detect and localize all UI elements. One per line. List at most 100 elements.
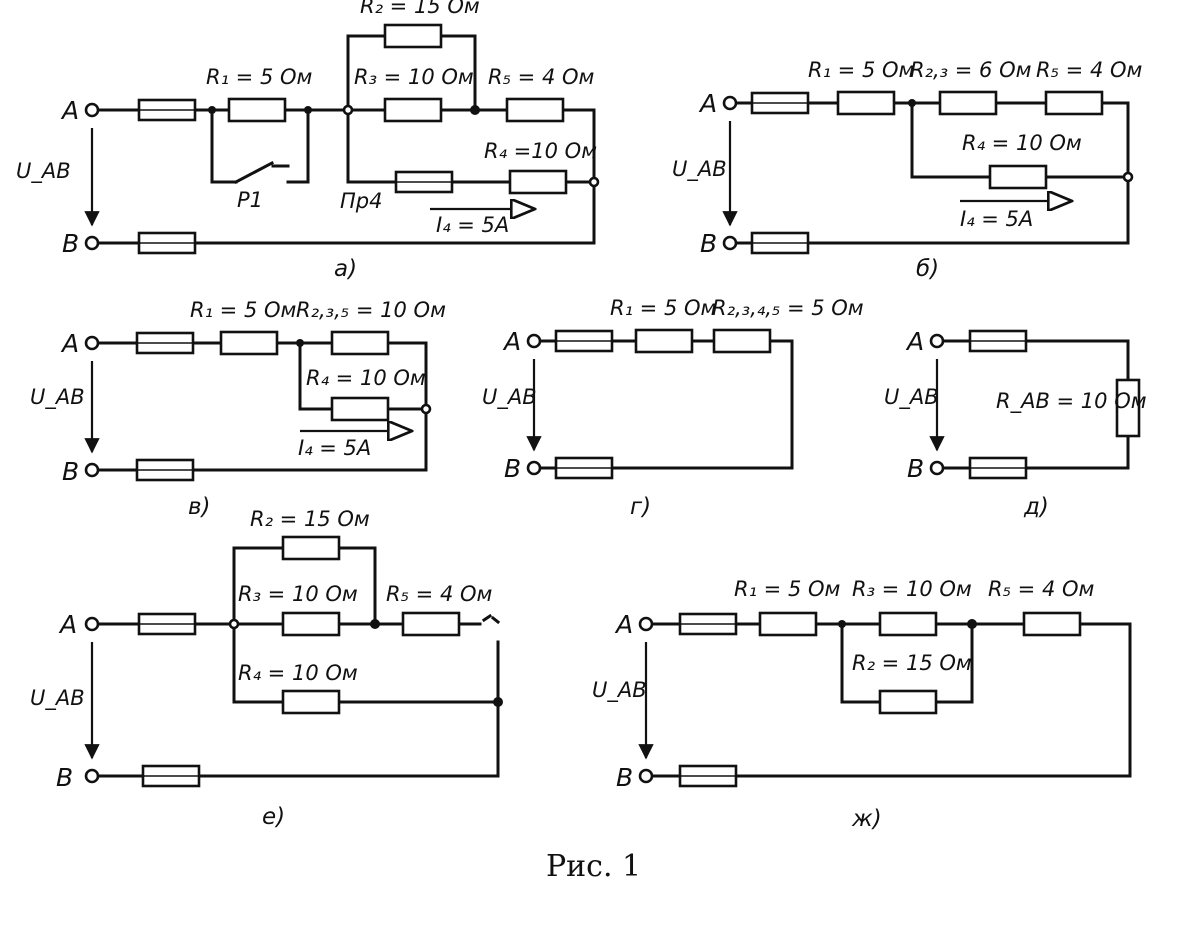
resistor-e-rab [1115, 378, 1141, 438]
caption-b: б) [916, 256, 939, 282]
label-b-node-a: A [698, 89, 717, 118]
caption-d: г) [630, 494, 651, 520]
resistor-d-r2345 [712, 328, 772, 354]
resistor-a-r3 [383, 97, 443, 123]
label-b-voltage: U_AB [672, 157, 727, 182]
caption-e: д) [1023, 494, 1049, 520]
label-f-node-b: B [56, 763, 73, 792]
circuit-g: A B U_AB R₁ = 5 Ом R₃ = 10 Ом R₅ = 4 Ом … [592, 577, 1132, 832]
label-c-node-a: A [60, 329, 79, 358]
terminal-b-b [722, 235, 738, 251]
label-g-node-b: B [616, 763, 633, 792]
circuit-a: A B U_AB R₁ = 5 Ом R₂ = 15 Ом R₃ = 10 Ом… [16, 0, 600, 282]
terminal-d-b [526, 460, 542, 476]
terminal-b-a [722, 95, 738, 111]
terminal-e-a [929, 333, 945, 349]
resistor-a-r5 [505, 97, 565, 123]
resistor-b-r5 [1044, 90, 1104, 116]
label-d-r1: R₁ = 5 Ом [610, 296, 717, 320]
label-g-r5: R₅ = 4 Ом [988, 577, 1095, 601]
label-a-r4: R₄ =10 Ом [484, 139, 597, 163]
caption-f: е) [262, 804, 285, 830]
terminal-f-a [84, 616, 100, 632]
label-e-voltage: U_AB [884, 385, 939, 410]
caption-c: в) [188, 494, 211, 520]
terminal-e-b [929, 460, 945, 476]
terminal-a-a [84, 102, 100, 118]
label-e-node-b: B [907, 454, 924, 483]
label-b-r5: R₅ = 4 Ом [1036, 58, 1143, 82]
resistor-c-r4 [330, 396, 390, 422]
label-e-rab: R_AB = 10 Ом [996, 389, 1147, 414]
label-c-voltage: U_AB [30, 385, 85, 410]
label-g-r1: R₁ = 5 Ом [734, 577, 841, 601]
resistor-f-r4 [281, 689, 341, 715]
figure-caption: Рис. 1 [546, 849, 641, 884]
label-a-switch: P1 [237, 188, 263, 212]
label-a-current: I₄ = 5A [436, 213, 509, 237]
label-f-r4: R₄ = 10 Ом [238, 661, 358, 685]
label-b-node-b: B [700, 229, 717, 258]
caption-a: а) [334, 256, 357, 282]
resistor-c-r1 [219, 330, 279, 356]
label-a-node-b: B [62, 229, 79, 258]
terminal-a-b [84, 235, 100, 251]
label-a-r2: R₂ = 15 Ом [360, 0, 480, 18]
resistor-b-r1 [836, 90, 896, 116]
label-f-r5: R₅ = 4 Ом [386, 582, 493, 606]
terminal-c-b [84, 462, 100, 478]
resistor-g-r2 [878, 689, 938, 715]
label-a-node-a: A [60, 96, 79, 125]
caption-g: ж) [851, 806, 882, 832]
resistor-a-r1 [227, 97, 287, 123]
terminal-c-a [84, 335, 100, 351]
terminal-f-b [84, 768, 100, 784]
resistor-g-r3 [878, 611, 938, 637]
label-a-r3: R₃ = 10 Ом [354, 65, 474, 89]
resistor-a-r4 [508, 169, 568, 195]
circuit-f: A B U_AB R₂ = 15 Ом R₃ = 10 Ом R₅ = 4 Ом… [30, 507, 503, 830]
resistor-f-r3 [281, 611, 341, 637]
resistor-d-r1 [634, 328, 694, 354]
label-g-r3: R₃ = 10 Ом [852, 577, 972, 601]
label-d-r2345: R₂,₃,₄,₅ = 5 Ом [712, 296, 864, 320]
label-d-node-a: A [502, 327, 521, 356]
label-f-node-a: A [58, 610, 77, 639]
label-c-r1: R₁ = 5 Ом [190, 298, 297, 322]
resistor-b-r23 [938, 90, 998, 116]
resistor-g-r5 [1022, 611, 1082, 637]
resistor-c-r235 [330, 330, 390, 356]
terminal-g-a [638, 616, 654, 632]
label-f-voltage: U_AB [30, 686, 85, 711]
label-g-node-a: A [614, 610, 633, 639]
resistor-f-r5 [401, 611, 461, 637]
resistor-f-r2 [281, 535, 341, 561]
circuit-d: A B U_AB R₁ = 5 Ом R₂,₃,₄,₅ = 5 Ом г) [482, 296, 864, 520]
label-c-r235: R₂,₃,₅ = 10 Ом [296, 298, 446, 322]
label-b-current: I₄ = 5A [960, 207, 1033, 231]
terminal-g-b [638, 768, 654, 784]
label-c-node-b: B [62, 457, 79, 486]
resistor-g-r1 [758, 611, 818, 637]
resistor-b-r4 [988, 164, 1048, 190]
circuit-e: A B U_AB R_AB = 10 Ом д) [884, 327, 1147, 520]
label-c-r4: R₄ = 10 Ом [306, 366, 426, 390]
label-f-r3: R₃ = 10 Ом [238, 582, 358, 606]
label-c-current: I₄ = 5A [298, 436, 371, 460]
label-d-voltage: U_AB [482, 385, 537, 410]
label-b-r4: R₄ = 10 Ом [962, 131, 1082, 155]
label-f-r2: R₂ = 15 Ом [250, 507, 370, 531]
label-a-voltage: U_AB [16, 159, 71, 184]
label-g-voltage: U_AB [592, 678, 647, 703]
label-d-node-b: B [504, 454, 521, 483]
label-b-r1: R₁ = 5 Ом [808, 58, 915, 82]
label-b-r23: R₂,₃ = 6 Ом [910, 58, 1032, 82]
label-a-r5: R₅ = 4 Ом [488, 65, 595, 89]
resistor-a-r2 [383, 23, 443, 49]
label-a-r1: R₁ = 5 Ом [206, 65, 313, 89]
circuit-c: A B U_AB R₁ = 5 Ом R₂,₃,₅ = 10 Ом R₄ = 1… [30, 298, 446, 520]
label-a-fuse: Пр4 [340, 189, 382, 213]
circuit-b: A B U_AB R₁ = 5 Ом R₂,₃ = 6 Ом R₅ = 4 Ом… [672, 58, 1143, 282]
terminal-d-a [526, 333, 542, 349]
